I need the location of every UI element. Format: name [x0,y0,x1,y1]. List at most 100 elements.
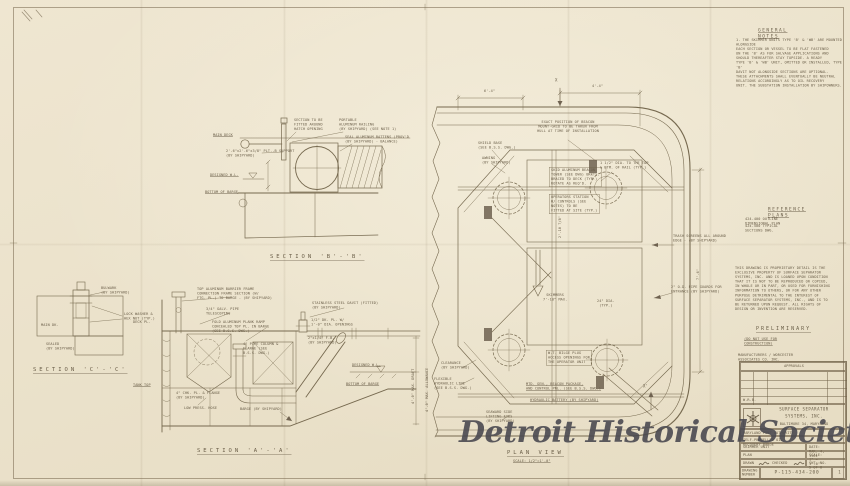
drawing-title-unit: SKIMMER UNIT [743,445,770,449]
aa-fb-label: 2"x1/4" F.B. (BY SHIPYARD) [308,336,337,345]
scale-cell: SCALE: 1" = 1'-0" [806,451,846,466]
plan-view-caption: PLAN VIEW [507,449,564,457]
reference-plan-item: 424-400 OUTLINE DIMENSIONAL PLAN [745,217,781,226]
sheet-of-cell: SHT. NO. 5 OF 8 [806,459,846,470]
proprietary-note: THIS DRAWING IS PROPRIETARY DETAIL IS TH… [735,266,830,311]
aa-barge-label: BARGE (BY SHIPYARD) [240,407,282,411]
drawn-signature [758,461,770,466]
client-name: MARYLAND PORT AUTHORITY [743,430,794,435]
manufacturers-line: MANUFACTURERS / WORCESTER ASSOCIATES CO.… [738,353,794,362]
plan-shield-base-label: SHIELD BASE (SEE B.S.S. DWG.) [478,141,516,150]
paper-crease [425,0,428,486]
unit-cell: SKIMMER UNIT [740,443,806,451]
plan-beacon-note: EXACT POSITION OF BEACON MOUNT-GRID TO B… [537,120,599,134]
plan-skimmers-label: SKIMMERS 7'-10" MAX. [543,293,568,302]
aa-dk-pl-label: 1/2" DK. PL. W/ 1'-0" DIA. OPENINGS [311,318,353,327]
revision-table: W.R.B. [740,371,847,405]
company-band: SURFACE SEPARATOR SYSTEMS, INC. BALTIMOR… [740,404,846,429]
plan-pipe-guards-label: 2" O.D. PIPE GUARDS FOR ENTRANCE (BY SHI… [671,285,722,294]
section-bb-caption: SECTION 'B'-'B' [270,253,365,261]
plan-awning-label: AWNING (BY SHIPYARD) [482,156,511,165]
plan-dim-44: 4'-4" [592,84,604,88]
preliminary-subtitle: (DO NOT USE FOR CONSTRUCTION) [744,337,778,346]
approvals-header: APPROVALS [784,364,804,368]
view-cell: PLAN [740,451,806,459]
drawn-label: DRAWN [743,461,755,465]
bb-plt-support-label: 2'-6"x2'-6"x3/8" PLT.-B SUPPORT (BY SHIP… [226,149,295,158]
title-block: APPROVALS W.R.B. [739,361,847,480]
plan-trash-screens-label: TRASH SCREENS ALL AROUND EDGE - (BY SHIP… [673,234,726,243]
aa-steel-davit-label: STAINLESS STEEL DAVIT (FITTED) (BY SHIPY… [312,301,379,310]
corner-marks [9,3,847,481]
sheet-number-cell: 1 [832,467,846,479]
general-notes-body: 1. THE SKIMMER UNITS TYPE 'B' & 'WB' ARE… [736,38,842,88]
revision-entry: W.R.B. [743,398,757,402]
section-bb-linework [237,117,411,239]
aa-barrier-frame-label: TOP ALUMINUM BARRIER FRAME CONNECTION FR… [197,287,273,301]
paper-crease [283,0,286,486]
plan-beacon-tower-box: SKID ALUMINUM BEACON TOWER (SEE DWG) BRK… [549,167,602,188]
bb-bottom-of-barge-label: BOTTOM OF BARGE [205,190,239,194]
company-name-line1: SURFACE SEPARATOR [779,407,829,412]
paper-crease [709,0,712,486]
plan-dim-2108: 2'-10 7/8" [558,215,562,238]
paper-crease [0,243,850,246]
bb-seal-battens-label: SEAL ALUMINUM BATTENS (PROV'D (BY SHIPYA… [345,135,410,144]
paper-crease [567,0,570,486]
reference-plans-title: REFERENCE PLANS [768,207,806,218]
sheet-edge-shadow [0,480,850,486]
plan-bilge-box: W.T. BILGE PLUG ACCESS OPENINGS FOR THE … [546,350,592,366]
plan-view-linework [431,87,705,438]
aa-deck-pl-label: DECK PL. [133,320,151,324]
bolt-fittings [484,160,604,389]
bb-portable-railing-label: PORTABLE ALUMINUM RAILING (BY SHIPYARD) … [339,118,397,132]
plan-24dia-label: 24" DIA. (TYP.) [597,299,615,308]
bb-main-deck-label: MAIN DECK [213,133,233,137]
sheet-number: 1 [838,470,841,475]
company-logo [743,408,761,427]
cc-main-dk-label: MAIN DK. [41,323,59,327]
section-cc-caption: SECTION 'C'-'C' [33,366,128,374]
aa-pipe-flange-label: 4" PIPE COLUMN & FLANGE (SEE B.S.S. DWG.… [243,342,279,356]
plan-rail-typ-label: 1 1/2" DIA. TO THE TOP & BTM. OF RAIL (T… [600,161,649,170]
aa-plank-ramp-label: FOLD ALUMINUM PLANK RAMP CONCEALED TOP P… [212,320,270,334]
bb-designed-wl-label: DESIGNED W.L. [210,173,239,177]
aa-low-press-label: LOW PRESS. HOSE [184,406,218,410]
aa-bottom-of-barge-label: BOTTOM OF BARGE [346,382,380,386]
plan-dim-76: 7'-6" [696,268,700,280]
project-name: SELF-PROPELLED OIL RECOVERY BARGE [743,437,783,447]
plan-flex-line-label: FLEXIBLE HYDRAULIC LINE (SEE B.S.S. DWG.… [434,377,472,391]
company-name-line2: SYSTEMS, INC. [785,414,823,419]
drawing-title-view: PLAN [743,453,752,457]
cc-sealed-label: SEALED (BY SHIPYARD) [46,342,75,351]
signatures-cell: DRAWN CHECKED [740,459,806,467]
approvals-header-cell: APPROVALS [740,362,846,371]
plan-lifting-eyes-label: SEAWARD SIDE LIFTING EYES (BY SHIPYARD) [486,410,515,424]
company-address: BALTIMORE 34, MARYLAND [779,422,829,426]
aa-chk-pl-label: 4" CHK. PL. & FLANGE (BY SHIPYARD) [176,391,221,400]
cc-lock-washer-label: LOCK WASHER & HEX NUT (TYP.) [124,312,155,321]
aa-tank-top-label: TANK TOP [133,383,151,387]
checked-signature [793,461,805,466]
plan-hyd-battery-label: HYDRAULIC BATTERY (BY SHIPYARD) [530,398,599,402]
plan-cut-marker-x2: X' [643,384,649,389]
plan-cut-marker-x: X [555,78,558,83]
client-cell: MARYLAND PORT AUTHORITY [740,429,846,436]
plan-max-allowance-dim: 4'-0" MAX. ALLOWANCE [425,367,429,412]
section-aa-caption: SECTION 'A'-'A' [197,447,292,455]
paper-crease [140,0,143,486]
plan-clearance-label: CLEARANCE (BY SHIPYARD) [441,361,470,370]
plan-mtd-gen-label: MTD. GEN., BEACON PACKAGE, AND CONTROL P… [526,382,602,391]
hatch-circles [487,166,629,382]
general-notes-title: GENERAL NOTES [758,28,788,39]
watermark: Detroit Historical Society [459,415,850,450]
plan-view-scale: SCALE: 1/2"=1'-0" [513,459,551,463]
drawing-number-cell: P-115-434-200 [760,467,832,479]
section-aa-linework [161,291,421,433]
drawing-number: P-115-434-200 [774,470,820,475]
drawing-number-label-cell: DRAWING NUMBER [740,467,760,479]
drawing-number-label: DRAWING NUMBER [742,468,758,477]
plan-dim-64: 6'-4" [484,89,496,93]
